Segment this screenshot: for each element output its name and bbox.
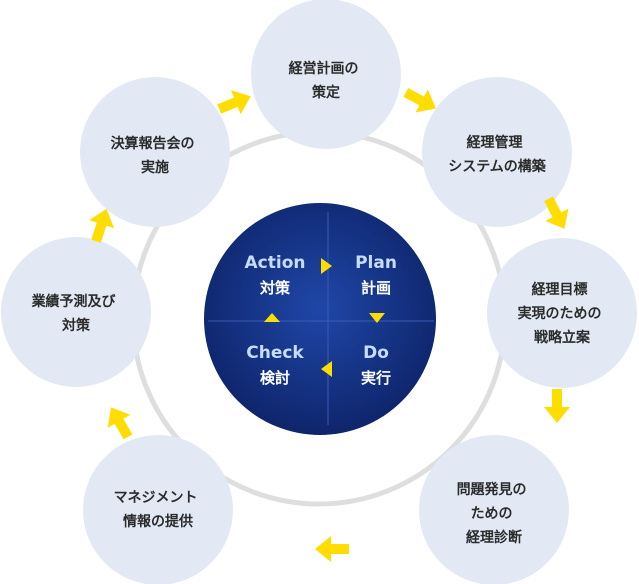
node-line: 業績予測及び bbox=[31, 293, 117, 310]
pdca-plan: Plan 計画 bbox=[355, 253, 397, 297]
triangle-arrow-down-icon bbox=[369, 313, 385, 323]
cycle-node-forecast-measures: 業績予測及び 対策 bbox=[1, 237, 151, 387]
node-line: 対策 bbox=[61, 317, 91, 334]
cycle-node-target-strategy: 経理目標 実現のための 戦略立案 bbox=[487, 238, 637, 388]
cycle-node-problem-diagnosis: 問題発見の ための 経理診断 bbox=[419, 435, 569, 584]
cycle-node-management-system: 経理管理 システムの構築 bbox=[422, 77, 572, 227]
node-line: 情報の提供 bbox=[123, 513, 193, 530]
pdca-do-jp: 実行 bbox=[361, 369, 391, 387]
node-line: システムの構築 bbox=[448, 158, 547, 175]
chevron-arrow-icon bbox=[89, 208, 114, 243]
node-line: 経理診断 bbox=[466, 529, 522, 546]
chevron-arrow-icon bbox=[544, 196, 569, 229]
node-line: 経理管理 bbox=[467, 134, 523, 151]
node-line: 経理目標 bbox=[532, 281, 588, 298]
svg-text:経理目標 実現のための 戦略立案: 経理目標 実現のための 戦略立案 bbox=[518, 281, 607, 346]
node-line: 実施 bbox=[141, 159, 169, 176]
svg-text:業績予測及び 対策: 業績予測及び 対策 bbox=[31, 293, 121, 334]
triangle-arrow-right-icon bbox=[321, 258, 332, 274]
svg-text:経営計画の 策定: 経営計画の 策定 bbox=[289, 60, 364, 101]
triangle-arrow-up-icon bbox=[264, 313, 280, 322]
pdca-check-en: Check bbox=[246, 343, 304, 363]
pdca-disk bbox=[204, 203, 436, 435]
node-line: ための bbox=[471, 506, 513, 522]
pdca-check: Check 検討 bbox=[246, 343, 304, 387]
pdca-action-en: Action bbox=[245, 253, 306, 273]
cycle-node-results-report: 決算報告会の 実施 bbox=[80, 77, 230, 227]
chevron-arrow-icon bbox=[544, 389, 570, 423]
node-line: 経営計画の bbox=[289, 60, 359, 77]
chevron-arrow-icon bbox=[107, 407, 133, 440]
svg-text:マネジメント 情報の提供: マネジメント 情報の提供 bbox=[114, 490, 203, 530]
svg-text:問題発見の ための 経理診断: 問題発見の ための 経理診断 bbox=[457, 481, 532, 546]
pdca-action-jp: 対策 bbox=[259, 279, 291, 297]
pdca-do: Do 実行 bbox=[361, 343, 391, 387]
svg-text:決算報告会の 実施: 決算報告会の 実施 bbox=[111, 135, 200, 176]
node-line: マネジメント bbox=[114, 490, 198, 506]
svg-text:経理管理 システムの構築: 経理管理 システムの構築 bbox=[448, 134, 547, 175]
node-line: 決算報告会の bbox=[111, 135, 195, 152]
chevron-arrow-icon bbox=[403, 88, 436, 113]
triangle-arrow-left-icon bbox=[321, 361, 332, 377]
chevron-arrow-icon bbox=[315, 536, 349, 562]
pdca-check-jp: 検討 bbox=[260, 369, 290, 387]
pdca-plan-jp: 計画 bbox=[361, 279, 391, 297]
pdca-center: Action 対策 Plan 計画 Do 実行 Check 検討 bbox=[204, 203, 436, 435]
node-line: 実現のための bbox=[518, 305, 602, 322]
node-line: 策定 bbox=[311, 84, 340, 101]
pdca-plan-en: Plan bbox=[355, 253, 397, 273]
pdca-action: Action 対策 bbox=[245, 253, 306, 297]
cycle-node-management-info: マネジメント 情報の提供 bbox=[83, 435, 233, 584]
node-line: 問題発見の bbox=[457, 481, 527, 498]
chevron-arrow-icon bbox=[217, 90, 251, 115]
cycle-node-plan-formulation: 経営計画の 策定 bbox=[251, 0, 401, 149]
pdca-do-en: Do bbox=[363, 343, 389, 363]
node-line: 戦略立案 bbox=[534, 329, 591, 346]
